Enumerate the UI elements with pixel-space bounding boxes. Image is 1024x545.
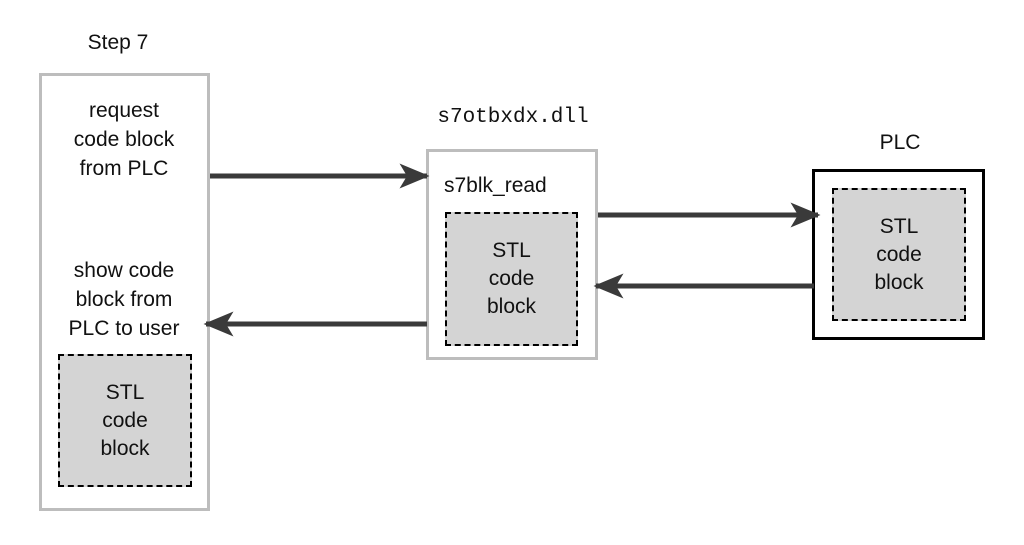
stl-line-1: STL [879,214,919,238]
stl-line-3: block [100,436,150,460]
show-line-1: show code [73,259,175,282]
dll-title: s7otbxdx.dll [437,106,589,129]
plc-title: PLC [879,131,921,154]
stl-line-2: code [102,408,148,432]
stl-line-2: code [876,242,922,266]
request-line-1: request [88,99,160,122]
step7-show-text: show code block from PLC to user [44,256,204,343]
dll-stl-block: STL code block [445,212,578,346]
show-line-2: block from [75,288,173,311]
step7-request-text: request code block from PLC [44,96,204,183]
dll-function-name: s7blk_read [444,174,547,197]
stl-line-3: block [874,270,924,294]
step7-title: Step 7 [87,31,149,54]
request-line-2: code block [73,128,175,151]
stl-line-1: STL [105,380,145,404]
stl-line-3: block [486,295,537,318]
plc-stl-block: STL code block [832,188,966,321]
show-line-3: PLC to user [68,317,180,340]
stl-line-1: STL [492,239,531,262]
stl-line-2: code [488,267,535,290]
request-line-3: from PLC [79,157,169,180]
step7-stl-block: STL code block [58,354,192,487]
